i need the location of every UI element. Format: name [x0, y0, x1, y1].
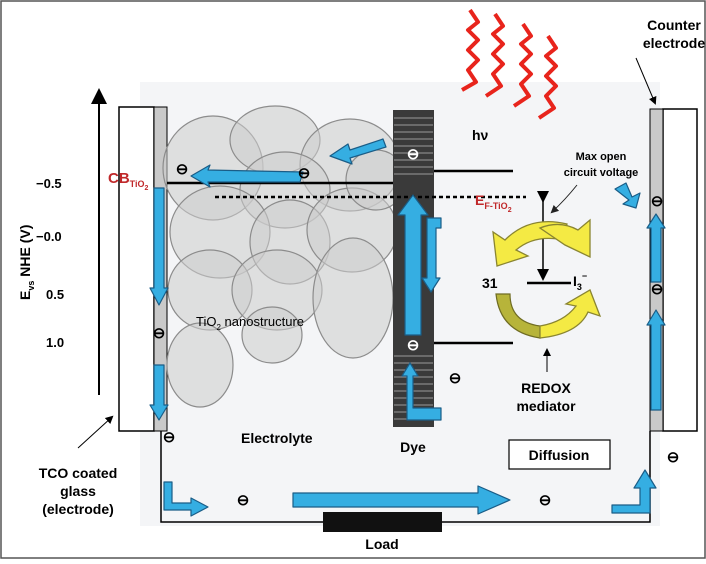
max-voc-label-2: circuit voltage	[564, 167, 639, 179]
electron-1: ⊖	[176, 161, 189, 178]
electron-8: ⊖	[237, 492, 250, 509]
tick-label-3: 0.5	[46, 287, 64, 302]
voc-pointer	[550, 184, 578, 214]
tco-label-2: glass	[60, 483, 96, 499]
electron-10: ⊖	[667, 449, 680, 466]
dye-stripes	[394, 117, 433, 420]
tick-label-2: −0.0	[36, 229, 62, 244]
dye-label: Dye	[400, 439, 426, 455]
electron-4: ⊖	[407, 337, 420, 354]
iodide-label: 31	[482, 275, 498, 291]
electron-9: ⊖	[539, 492, 552, 509]
tio2-nanostructure-label: TiO2 nanostructure	[196, 314, 304, 332]
hv-label: hν	[472, 127, 489, 143]
electron-flow-arrows	[149, 138, 666, 517]
redox-label-1: REDOX	[521, 380, 571, 396]
electron-7: ⊖	[163, 429, 176, 446]
tick-label-1: −0.5	[36, 176, 62, 191]
tco-pointer	[77, 415, 114, 449]
load-label: Load	[365, 536, 398, 552]
tick-label-4: 1.0	[46, 335, 64, 350]
counter-electrode-plate	[662, 108, 698, 432]
energy-axis-label: Evs NHE (V)	[17, 225, 36, 300]
cb-label: CBTiO2	[108, 170, 149, 192]
electron-6: ⊖	[153, 325, 166, 342]
redox-label-2: mediator	[516, 398, 576, 414]
max-voc-label-1: Max open	[576, 151, 627, 163]
counter-electrode-pointer	[635, 57, 657, 105]
electron-12: ⊖	[651, 281, 664, 298]
redox-cycle	[492, 218, 602, 339]
load-block	[323, 512, 442, 532]
electron-3: ⊖	[407, 146, 420, 163]
fermi-label: EF-TiO2	[475, 192, 512, 214]
diffusion-box	[508, 439, 611, 470]
tco-label-1: TCO coated	[39, 465, 118, 481]
electron-symbols: ⊖ ⊖ ⊖ ⊖ ⊖ ⊖ ⊖ ⊖ ⊖ ⊖ ⊖ ⊖	[153, 146, 680, 509]
electron-5: ⊖	[449, 370, 462, 387]
electron-2: ⊖	[298, 165, 311, 182]
tco-glass-plate	[118, 106, 155, 432]
triiodide-label: I3−	[573, 271, 587, 292]
counter-electrode-label-2: electrode	[643, 35, 705, 51]
photon-waves	[461, 8, 558, 120]
diffusion-label: Diffusion	[529, 447, 590, 463]
counter-electrode-label-1: Counter	[647, 17, 701, 33]
electron-11: ⊖	[651, 193, 664, 210]
electrolyte-label: Electrolyte	[241, 430, 313, 446]
tco-label-3: (electrode)	[42, 501, 114, 517]
